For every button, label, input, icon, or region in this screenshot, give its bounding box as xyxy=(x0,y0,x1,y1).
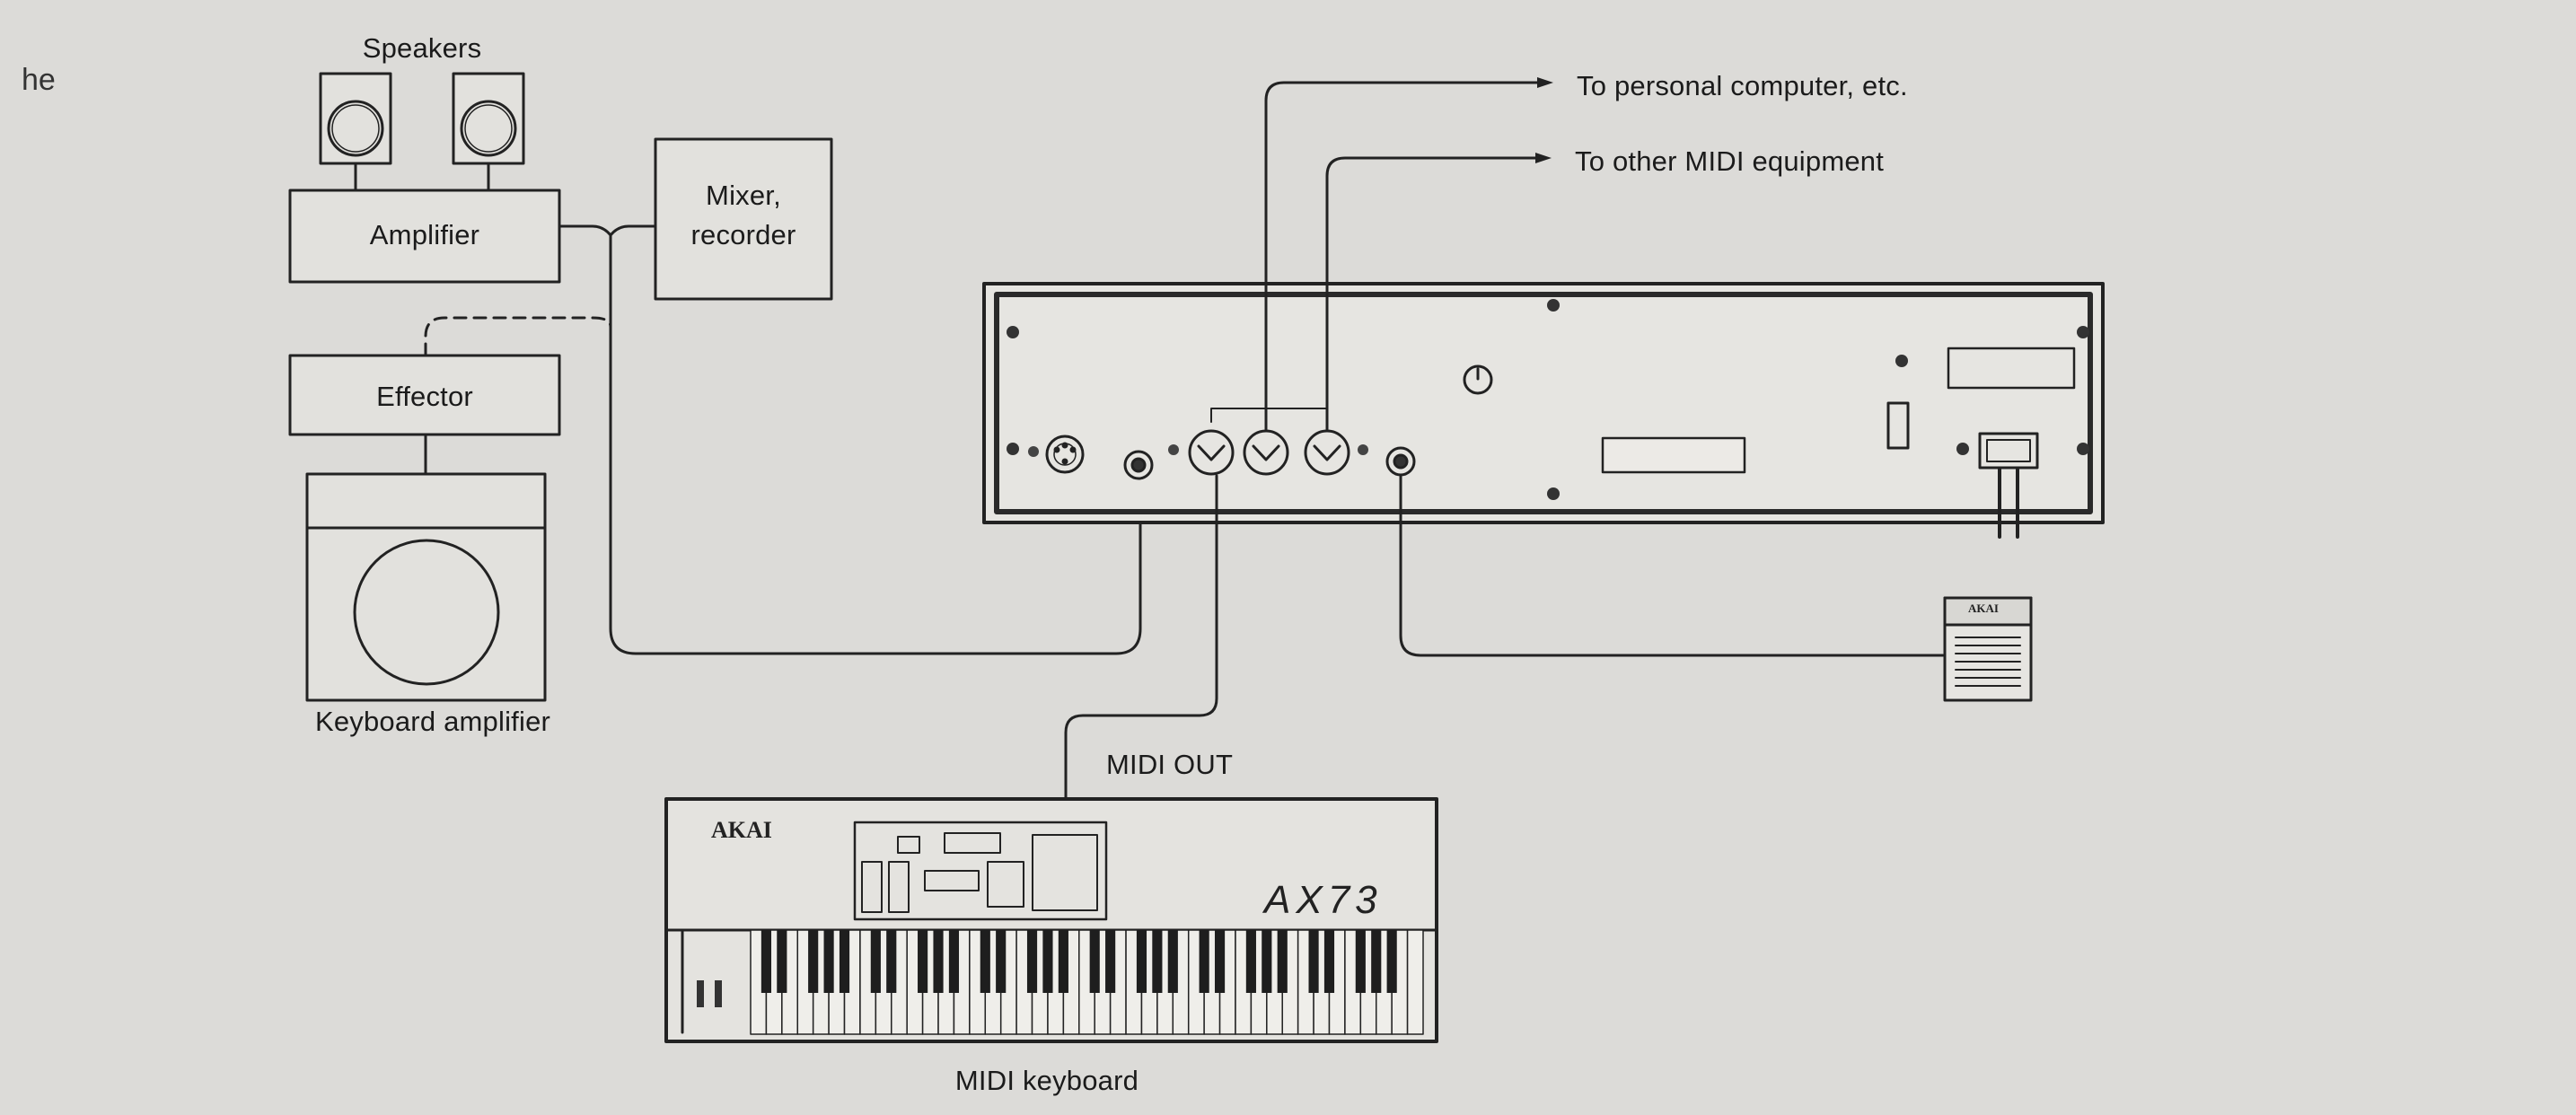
midi-thru-to-equipment-cable xyxy=(1325,156,1537,433)
black-key xyxy=(1245,930,1256,993)
black-key xyxy=(933,930,944,993)
black-key xyxy=(1089,930,1100,993)
black-key xyxy=(1152,930,1163,993)
pedal-brand-logo: AKAI xyxy=(1968,601,1999,615)
power-inlet xyxy=(1978,432,2039,470)
amp-to-mixer-cable xyxy=(558,224,657,237)
screw-left-of-din xyxy=(1028,446,1039,457)
voltage-label-window xyxy=(1947,347,2076,390)
corner-handwritten-mark: he xyxy=(22,63,56,97)
black-key xyxy=(823,930,834,993)
midi-out-label: MIDI OUT xyxy=(1106,749,1234,780)
black-key xyxy=(1323,930,1335,993)
keyboard-control-panel xyxy=(853,821,1108,921)
effector-label: Effector xyxy=(376,381,473,412)
black-key xyxy=(839,930,850,993)
recorder-label: recorder xyxy=(690,219,796,250)
black-key xyxy=(1262,930,1272,993)
black-key xyxy=(1136,930,1147,993)
white-key xyxy=(1406,929,1424,1035)
line-out-jack xyxy=(1123,450,1154,480)
midi-in-connector xyxy=(1188,429,1235,476)
keyboard-brand-logo: AKAI xyxy=(711,817,772,843)
midi-thru-to-equipment-arrow xyxy=(1535,153,1552,163)
screw-near-power xyxy=(1956,443,1969,455)
footswitch-pedal xyxy=(1943,596,2033,702)
black-key xyxy=(1199,930,1209,993)
speaker-left xyxy=(319,72,392,165)
mixer-label: Mixer, xyxy=(706,180,781,211)
to-personal-computer-label: To personal computer, etc. xyxy=(1577,70,1908,101)
effector-loop-dashed-cable xyxy=(424,316,612,357)
midi-out-to-computer-arrow xyxy=(1537,77,1553,88)
black-key xyxy=(1308,930,1319,993)
black-key xyxy=(996,930,1007,993)
keyboard-keys xyxy=(750,929,1424,1035)
black-key xyxy=(760,930,771,993)
voltage-selector-indicator xyxy=(1895,355,1908,367)
black-key xyxy=(870,930,881,993)
black-key xyxy=(1277,930,1288,993)
to-other-midi-label: To other MIDI equipment xyxy=(1575,145,1885,177)
black-key xyxy=(1105,930,1116,993)
amplifier-box xyxy=(288,189,561,284)
mixer-recorder-box xyxy=(654,137,833,301)
keyboard-amplifier-graphic xyxy=(305,472,547,702)
keyboard-midi-out-cable xyxy=(1064,474,1218,803)
keyboard-amplifier-label: Keyboard amplifier xyxy=(314,706,551,737)
amplifier-label: Amplifier xyxy=(369,219,480,250)
speaker-right xyxy=(452,72,525,165)
black-key xyxy=(886,930,897,993)
screw-before-midi-in xyxy=(1168,444,1179,455)
keyboard-model-logo: AX73 xyxy=(1264,878,1383,922)
black-key xyxy=(918,930,928,993)
screw-after-midi-thru xyxy=(1358,444,1368,455)
sound-module-rear-panel xyxy=(982,282,2105,524)
black-key xyxy=(948,930,960,993)
panel-screws xyxy=(1007,299,2089,500)
midi-out-to-computer-cable xyxy=(1264,81,1539,433)
footswitch-cable xyxy=(1399,474,1945,657)
midi-keyboard-label: MIDI keyboard xyxy=(954,1065,1139,1096)
contrast-knob xyxy=(1463,364,1493,395)
power-cord xyxy=(1998,467,2019,539)
model-plate xyxy=(1601,436,1746,474)
black-key xyxy=(1214,930,1226,993)
black-key xyxy=(1355,930,1366,993)
black-key xyxy=(808,930,819,993)
keyboard-left-controllers xyxy=(697,980,722,1007)
speakers-label: Speakers xyxy=(362,32,482,64)
amp-to-line-out-cable xyxy=(609,233,1142,655)
black-key xyxy=(777,930,787,993)
voltage-selector-switch xyxy=(1886,401,1910,450)
black-key xyxy=(1042,930,1053,993)
serial-port-connector xyxy=(1045,435,1085,474)
black-key xyxy=(1371,930,1382,993)
black-key xyxy=(1167,930,1178,993)
black-key xyxy=(1386,930,1397,993)
black-key xyxy=(1058,930,1068,993)
black-key xyxy=(980,930,990,993)
black-key xyxy=(1026,930,1038,993)
